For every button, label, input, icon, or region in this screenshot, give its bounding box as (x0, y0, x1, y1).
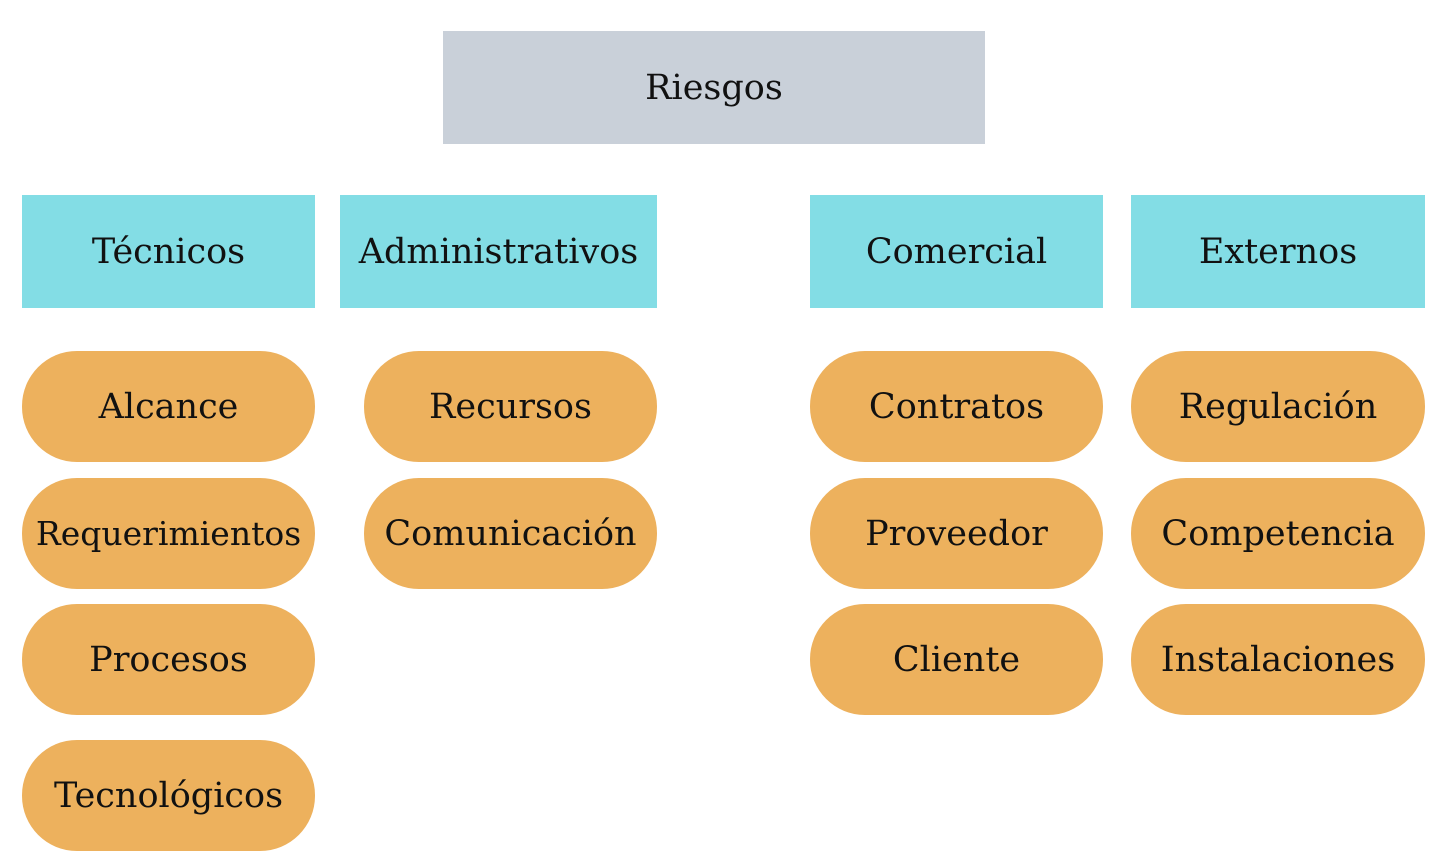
item-label: Contratos (868, 386, 1045, 427)
root-node-riesgos: Riesgos (443, 31, 985, 144)
category-node-externos: Externos (1131, 195, 1425, 308)
category-label: Comercial (865, 231, 1048, 272)
item-label: Instalaciones (1160, 639, 1396, 680)
item-node-tecnologicos: Tecnológicos (22, 740, 315, 851)
item-label: Procesos (89, 639, 248, 680)
item-label: Requerimientos (35, 514, 302, 553)
item-node-alcance: Alcance (22, 351, 315, 462)
item-node-competencia: Competencia (1131, 478, 1425, 589)
item-label: Alcance (98, 386, 239, 427)
item-node-requerimientos: Requerimientos (22, 478, 315, 589)
category-label: Técnicos (91, 231, 246, 272)
category-node-tecnicos: Técnicos (22, 195, 315, 308)
item-label: Recursos (429, 386, 592, 427)
item-label: Regulación (1178, 386, 1378, 427)
category-label: Administrativos (358, 231, 639, 272)
category-node-administrativos: Administrativos (340, 195, 657, 308)
category-node-comercial: Comercial (810, 195, 1103, 308)
item-node-recursos: Recursos (364, 351, 657, 462)
item-label: Comunicación (384, 513, 637, 554)
item-label: Cliente (892, 639, 1021, 680)
item-label: Competencia (1161, 513, 1395, 554)
category-label: Externos (1198, 231, 1358, 272)
item-node-regulacion: Regulación (1131, 351, 1425, 462)
item-node-comunicacion: Comunicación (364, 478, 657, 589)
item-label: Proveedor (865, 513, 1048, 554)
item-node-proveedor: Proveedor (810, 478, 1103, 589)
item-node-instalaciones: Instalaciones (1131, 604, 1425, 715)
item-node-contratos: Contratos (810, 351, 1103, 462)
item-node-procesos: Procesos (22, 604, 315, 715)
item-node-cliente: Cliente (810, 604, 1103, 715)
item-label: Tecnológicos (53, 775, 284, 816)
root-node-label: Riesgos (645, 67, 783, 108)
